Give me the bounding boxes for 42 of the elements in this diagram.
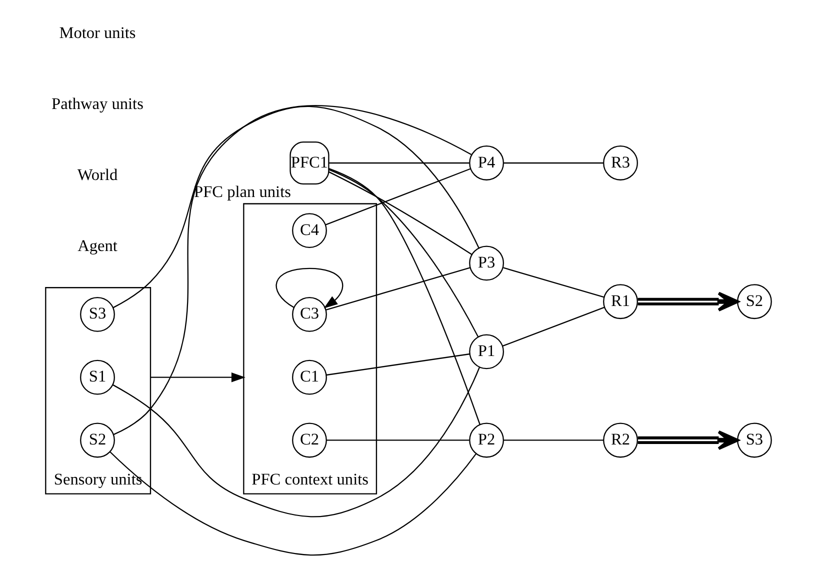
node-circle: P4 bbox=[468, 146, 504, 180]
connector bbox=[328, 171, 472, 255]
label: Agent bbox=[77, 236, 117, 256]
connector bbox=[328, 162, 469, 164]
node-label: PFC plan units bbox=[194, 182, 290, 202]
connector bbox=[112, 106, 479, 308]
node-circle: P1 bbox=[468, 334, 504, 370]
node-circle: C4 bbox=[292, 213, 326, 248]
label: World bbox=[76, 165, 118, 184]
connector bbox=[502, 267, 604, 298]
connector bbox=[503, 440, 603, 441]
arrow bbox=[275, 268, 343, 308]
node-circle: C1 bbox=[292, 360, 326, 395]
label: Motor units bbox=[58, 23, 136, 42]
arrow bbox=[150, 372, 245, 382]
label: Pathway units bbox=[51, 94, 143, 114]
node-circle: S1 bbox=[80, 360, 114, 395]
node-circle: S3 bbox=[736, 422, 772, 458]
connector bbox=[326, 440, 469, 441]
node-circle: P3 bbox=[468, 246, 504, 281]
node-circle: R1 bbox=[602, 284, 638, 320]
connector bbox=[326, 353, 470, 376]
node-box: PFC1 bbox=[289, 141, 329, 185]
connector bbox=[503, 162, 603, 164]
connector bbox=[113, 105, 471, 435]
arrow bbox=[637, 292, 738, 312]
node-circle: C3 bbox=[292, 296, 326, 332]
connector bbox=[325, 267, 470, 311]
connector bbox=[324, 168, 470, 226]
node-circle: P2 bbox=[468, 422, 504, 458]
connector bbox=[328, 169, 478, 337]
connector bbox=[502, 306, 604, 346]
connector bbox=[109, 451, 476, 556]
arrow bbox=[637, 430, 738, 450]
node-circle: S2 bbox=[80, 422, 114, 458]
node-circle: S3 bbox=[80, 296, 114, 332]
node-circle: R2 bbox=[602, 422, 638, 458]
node-circle: S2 bbox=[736, 284, 772, 320]
connector bbox=[112, 367, 480, 518]
connector bbox=[328, 168, 480, 425]
node-circle: C2 bbox=[292, 422, 326, 458]
node-circle: R3 bbox=[602, 146, 638, 180]
